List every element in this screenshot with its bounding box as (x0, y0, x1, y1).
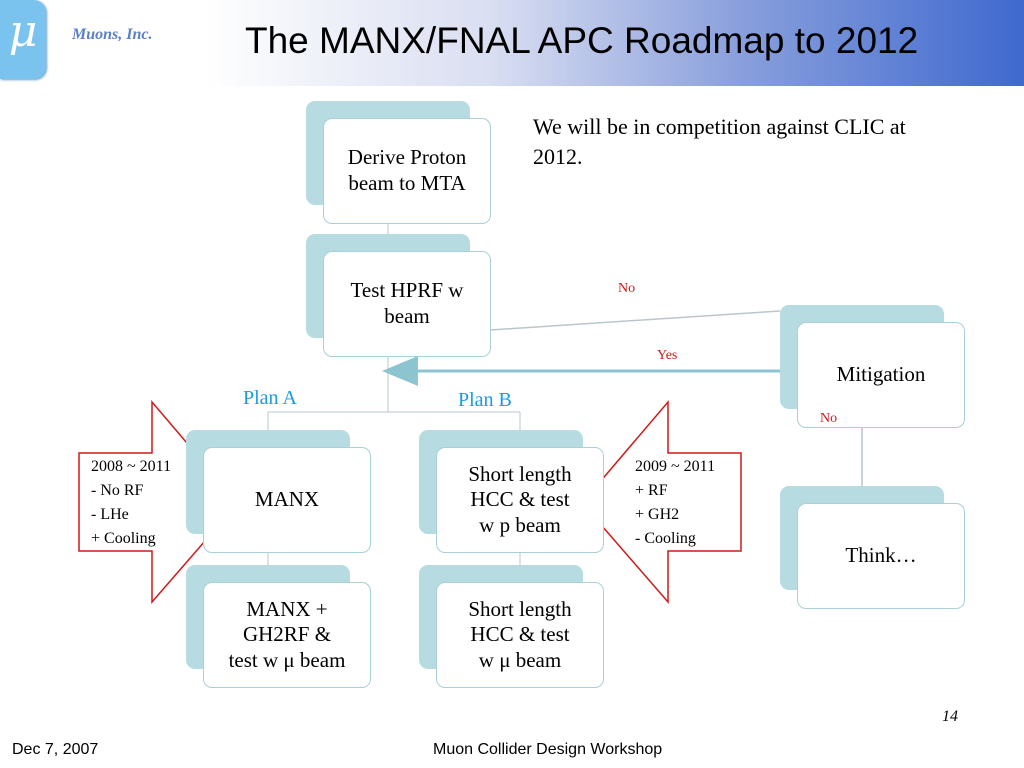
box-manx-gh2rf: MANX + GH2RF & test w μ beam (203, 582, 371, 688)
plan-b-note: 2009 ~ 2011 + RF + GH2 - Cooling (635, 458, 716, 547)
header-band (0, 0, 1024, 86)
connector-test-mitigation (489, 310, 781, 331)
label-no-top: No (618, 281, 636, 296)
plan-a-note: 2008 ~ 2011 - No RF - LHe + Cooling (91, 458, 172, 547)
competition-comment: We will be in competition against CLIC a… (533, 114, 906, 169)
mu-logo-icon: μ (8, 6, 38, 57)
footer-title: Muon Collider Design Workshop (433, 741, 663, 758)
box-short-hcc-p-beam: Short length HCC & test w p beam (436, 447, 604, 553)
footer-date: Dec 7, 2007 (12, 741, 99, 758)
box-derive-proton-beam: Derive Proton beam to MTA (323, 118, 491, 224)
page-number: 14 (942, 708, 958, 725)
label-no-bottom: No (820, 411, 838, 426)
label-plan-a: Plan A (243, 387, 297, 409)
box-test-hprf: Test HPRF w beam (323, 251, 491, 357)
box-think: Think… (797, 503, 965, 609)
company-name: Muons, Inc. (72, 26, 153, 43)
box-manx: MANX (203, 447, 371, 553)
label-yes: Yes (657, 348, 678, 363)
plan-b-arrow (581, 399, 742, 605)
box-short-hcc-mu-beam: Short length HCC & test w μ beam (436, 582, 604, 688)
plan-a-arrow (78, 399, 239, 605)
box-mitigation: Mitigation (797, 322, 965, 428)
slide-title: The MANX/FNAL APC Roadmap to 2012 (245, 20, 919, 61)
label-plan-b: Plan B (458, 389, 512, 411)
logo-tile (0, 0, 46, 79)
